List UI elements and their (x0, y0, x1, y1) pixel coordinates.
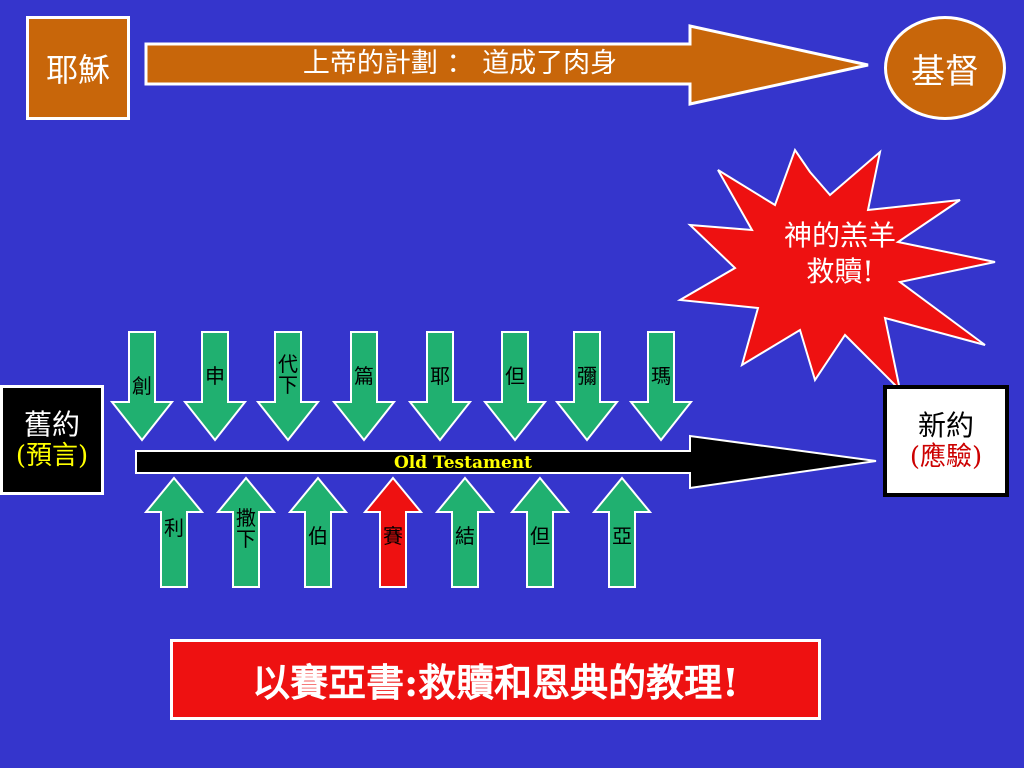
book-arrow-down (109, 331, 175, 442)
plan-arrow-shape (144, 24, 869, 106)
old-testament-line2: (預言) (15, 441, 89, 472)
book-arrow-down (182, 331, 248, 442)
timeline-arrow (135, 434, 877, 490)
old-testament-box: 舊約 (預言) (0, 385, 104, 495)
book-arrow-down (554, 331, 620, 442)
book-arrow-down (482, 331, 548, 442)
book-label-up: 亞 (612, 524, 632, 548)
book-arrow-up (509, 476, 571, 588)
jesus-box: 耶穌 (26, 16, 130, 120)
book-label-down: 代下 (278, 352, 298, 397)
book-label-down: 但 (505, 364, 525, 388)
book-label-down: 彌 (577, 364, 597, 388)
book-arrow-down (407, 331, 473, 442)
book-label-up: 賽 (383, 524, 403, 548)
book-arrow-up (434, 476, 496, 588)
book-arrow-down (331, 331, 397, 442)
book-arrow-down (628, 331, 694, 442)
book-label-up: 利 (164, 516, 184, 540)
starburst (676, 147, 996, 394)
plan-text: 上帝的計劃 ： 道成了肉身 (302, 48, 618, 79)
book-label-down: 篇 (354, 364, 374, 388)
jesus-label: 耶穌 (45, 51, 110, 89)
timeline-label: Old Testament (393, 453, 533, 473)
bottom-banner: 以賽亞書:救贖和恩典的教理! (170, 639, 821, 720)
starburst-line1: 神的羔羊 (783, 219, 896, 252)
christ-circle: 基督 (884, 16, 1006, 120)
book-arrow-up (215, 476, 277, 588)
book-arrow-up-highlight (362, 476, 424, 588)
starburst-shape (676, 147, 996, 394)
book-arrow-up (591, 476, 653, 588)
book-label-up: 結 (455, 524, 475, 548)
book-label-up: 但 (530, 524, 550, 548)
new-testament-line2: (應驗) (909, 442, 983, 473)
book-label-down: 申 (205, 364, 225, 388)
old-testament-line1: 舊約 (23, 407, 80, 441)
book-label-up: 撒下 (236, 506, 256, 551)
bottom-banner-text: 以賽亞書:救贖和恩典的教理! (252, 660, 739, 705)
book-label-down: 創 (132, 374, 152, 398)
book-arrow-up (287, 476, 349, 588)
timeline-arrow-shape (135, 434, 877, 490)
book-arrow-down (255, 331, 321, 442)
book-label-down: 耶 (430, 364, 450, 388)
plan-arrow (144, 24, 869, 106)
new-testament-box: 新約 (應驗) (883, 385, 1009, 497)
new-testament-line1: 新約 (917, 408, 974, 442)
christ-label: 基督 (911, 51, 979, 92)
book-label-down: 瑪 (651, 364, 671, 388)
starburst-line2: 救贖! (806, 255, 874, 288)
book-label-up: 伯 (308, 524, 328, 548)
book-arrow-up (143, 476, 205, 588)
